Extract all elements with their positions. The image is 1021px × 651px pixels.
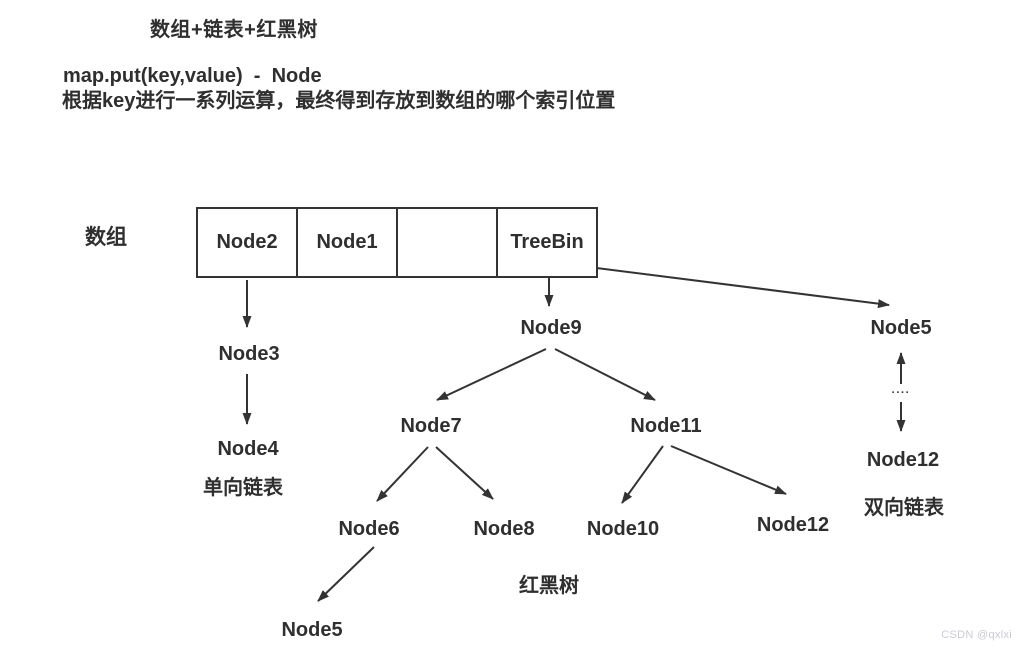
arrow-node7-to-node8 [435,446,494,500]
arrow-node11-to-node12 [670,445,787,495]
node-node5-right: Node5 [870,317,932,339]
node-node7: Node7 [400,415,462,437]
node-node8: Node8 [473,518,535,540]
array-label: 数组 [85,226,127,249]
array-box: Node2 Node1 TreeBin [196,207,598,278]
caption-doubly-linked-list: 双向链表 [864,497,944,519]
map-put-line: map.put(key,value) - Node [63,65,322,87]
array-cell-node1: Node1 [298,209,398,276]
diagram-title: 数组+链表+红黑树 [150,19,318,41]
node-node3: Node3 [218,343,280,365]
key-calculation-line: 根据key进行一系列运算，最终得到存放到数组的哪个索引位置 [62,90,616,112]
doubly-list-ellipsis: ···· [891,387,911,399]
node-node6: Node6 [338,518,400,540]
array-cell-node2: Node2 [198,209,298,276]
watermark: CSDN @qxlxi [941,629,1012,641]
node-node4: Node4 [217,438,279,460]
node-node12-tree: Node12 [756,514,830,536]
arrow-node9-to-node11 [554,348,656,401]
array-cell-empty [398,209,498,276]
arrow-node9-to-node7 [436,348,547,401]
node-node9: Node9 [520,317,582,339]
arrow-treebin-to-node5-right [548,261,890,309]
array-cell-treebin: TreeBin [510,231,584,253]
node-node10: Node10 [586,518,660,540]
caption-red-black-tree: 红黑树 [519,575,579,597]
node-node12-right: Node12 [866,449,940,471]
arrow-node7-to-node6 [376,446,429,502]
caption-singly-linked-list: 单向链表 [203,477,283,499]
arrow-node6-to-node5 [317,546,375,602]
node-node11: Node11 [630,415,702,437]
node-node5-tree: Node5 [281,619,343,641]
arrow-node11-to-node10 [621,445,664,504]
